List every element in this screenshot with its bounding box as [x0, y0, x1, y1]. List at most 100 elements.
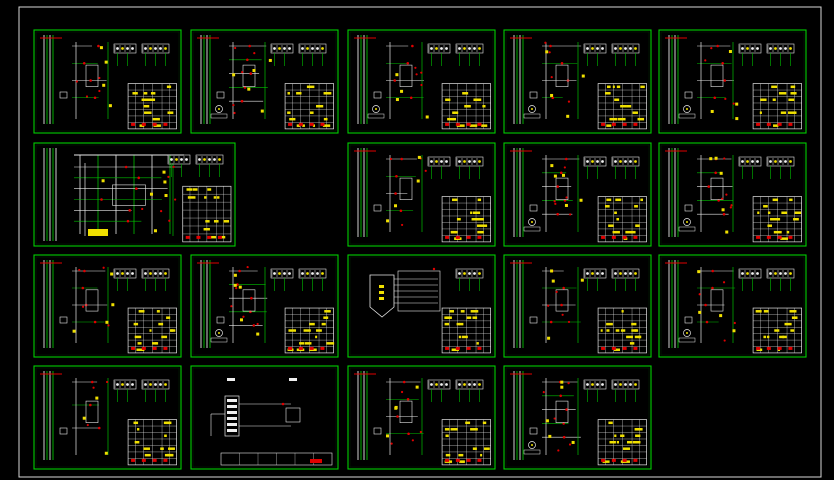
- terminal-dot: [463, 383, 466, 386]
- title-block-mark: [131, 346, 136, 350]
- title-block-text: [614, 434, 617, 438]
- title-block-text: [759, 111, 762, 114]
- component-mark: [394, 405, 398, 409]
- terminal-dot: [306, 272, 309, 275]
- terminal-dot: [629, 47, 632, 50]
- title-block-text: [133, 322, 139, 326]
- title-block-mark: [207, 235, 212, 239]
- terminal-dot: [473, 383, 476, 386]
- component-mark: [238, 285, 242, 289]
- sheet-inner-border: [660, 256, 805, 356]
- schematic-sheet: [503, 142, 652, 247]
- breaker-symbol: [529, 91, 538, 99]
- title-block-text: [471, 217, 479, 221]
- terminal-dot: [154, 272, 157, 275]
- component-mark: [149, 192, 153, 196]
- title-block-text: [459, 460, 465, 463]
- terminal-dot: [440, 47, 443, 50]
- component-mark: [721, 208, 725, 212]
- title-block-text: [483, 224, 488, 227]
- breaker-symbol: [59, 316, 68, 324]
- title-block-mark: [288, 346, 293, 350]
- title-block-text: [287, 111, 291, 114]
- terminal-dot: [614, 47, 617, 50]
- title-block-text: [770, 217, 776, 221]
- terminal-dot: [126, 383, 129, 386]
- title-block-text: [445, 434, 449, 438]
- motor-center: [686, 221, 688, 223]
- title-block-text: [470, 211, 473, 215]
- terminal-strip-frame: [738, 268, 762, 279]
- outer-drawing-frame: [18, 6, 822, 478]
- schematic-sheet: [33, 365, 182, 470]
- terminal-dot: [789, 160, 792, 163]
- title-block-text: [324, 310, 331, 313]
- title-block-text: [606, 124, 612, 127]
- junction-dot: [167, 175, 170, 178]
- component-mark: [260, 109, 264, 113]
- title-block-mark: [633, 458, 638, 462]
- schematic-sheet: [347, 254, 496, 358]
- motor-center: [531, 108, 533, 110]
- contact-symbol: [250, 296, 253, 300]
- terminal-dot: [445, 47, 448, 50]
- title-block-text: [778, 92, 787, 95]
- contact-symbol: [100, 198, 103, 201]
- title-block-mark: [756, 346, 761, 350]
- component-mark: [553, 174, 557, 178]
- motor-center: [218, 108, 220, 110]
- title-block-text: [165, 421, 171, 425]
- title-block-mark: [466, 346, 471, 350]
- title-block-mark: [622, 346, 627, 350]
- junction-dot: [230, 305, 233, 308]
- junction-dot: [85, 95, 89, 98]
- title-block-mark: [455, 235, 460, 239]
- title-block-text: [631, 322, 637, 326]
- relay-box: [710, 289, 724, 312]
- relay-box: [399, 64, 413, 87]
- junction-dot: [174, 198, 177, 201]
- terminal-dot: [463, 160, 466, 163]
- title-block-mark: [131, 122, 136, 126]
- title-block-text: [160, 447, 164, 450]
- breaker-symbol: [529, 204, 538, 212]
- contact-symbol: [562, 286, 565, 290]
- title-block-mark: [601, 235, 606, 239]
- terminal-dot: [288, 272, 291, 275]
- title-block-text: [480, 453, 483, 457]
- terminal-strip-frame: [738, 43, 762, 54]
- title-block-mark: [777, 235, 782, 239]
- sheet-inner-border: [660, 31, 805, 132]
- terminal-dot: [131, 47, 134, 50]
- terminal-dot: [601, 383, 604, 386]
- contact-symbol: [549, 320, 553, 324]
- title-block-text: [786, 230, 790, 234]
- title-block-text: [616, 440, 620, 444]
- junction-dot: [281, 402, 285, 406]
- terminal-dot: [751, 272, 754, 275]
- junction-dot: [729, 206, 732, 209]
- title-block-text: [606, 322, 613, 326]
- title-block-text: [323, 92, 332, 95]
- contact-symbol: [97, 44, 100, 48]
- breaker-symbol: [373, 427, 382, 435]
- terminal-dot: [116, 383, 119, 386]
- junction-dot: [553, 200, 556, 203]
- title-block-mark: [141, 122, 146, 126]
- title-block-text: [788, 98, 795, 102]
- sheet-border: [503, 365, 652, 470]
- title-block-text: [450, 230, 457, 234]
- title-block-text: [763, 335, 766, 339]
- terminal-dot: [601, 160, 604, 163]
- terminal-dot: [468, 47, 471, 50]
- junction-dot: [704, 59, 707, 62]
- contact-symbol: [252, 324, 256, 327]
- terminal-dot: [784, 272, 787, 275]
- title-block-text: [137, 428, 140, 431]
- component-mark: [550, 164, 554, 168]
- terminal-dot: [614, 272, 617, 275]
- title-block-mark: [622, 235, 627, 239]
- title-block-text: [152, 342, 157, 345]
- junction-box: [397, 270, 441, 312]
- terminal-strip-frame: [113, 268, 137, 279]
